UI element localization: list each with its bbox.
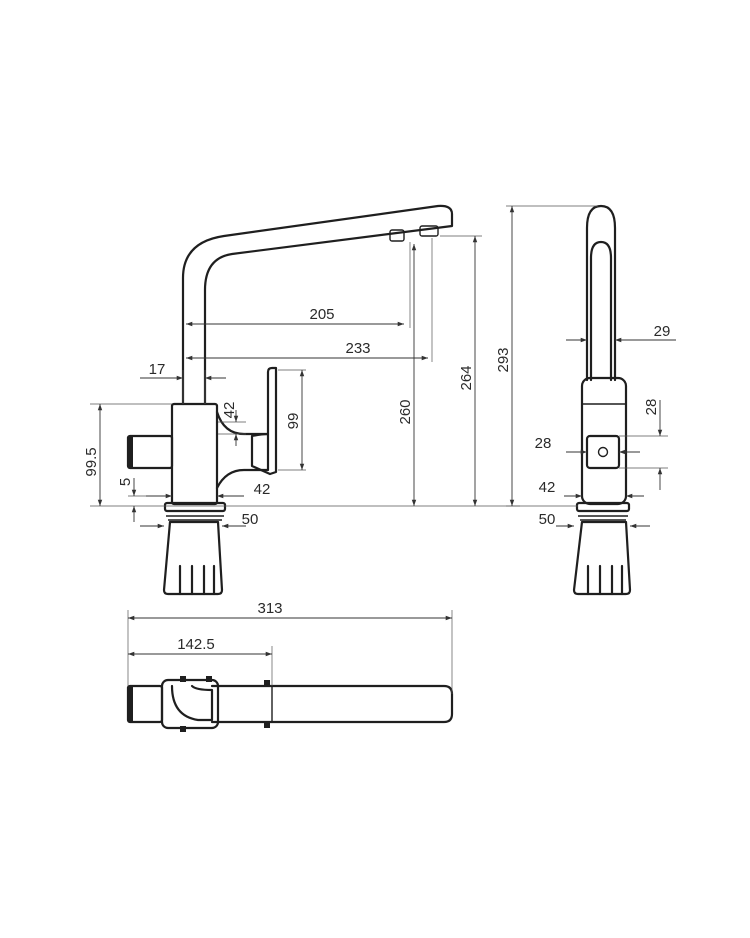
top-handle-curve [170, 684, 214, 722]
top-view [126, 676, 454, 732]
side-spout [585, 204, 617, 382]
dim-50-side: 50 [539, 511, 556, 528]
front-lever-handle [250, 366, 278, 476]
side-base-shank [572, 520, 632, 596]
front-spout [181, 204, 454, 406]
top-spout-arm [210, 684, 454, 724]
dim-233: 233 [345, 340, 370, 357]
dim-42-lever: 42 [221, 402, 238, 419]
dim-293: 293 [495, 347, 512, 372]
top-side-connector-cap [128, 686, 133, 722]
dim-28-vertical: 28 [643, 399, 660, 416]
front-shank-ribs [178, 564, 216, 596]
side-handle-screw [597, 446, 609, 458]
dim-42-base: 42 [254, 481, 271, 498]
side-dimensions: 293 29 28 28 42 50 [495, 205, 676, 529]
side-handle-cap [585, 434, 621, 470]
dim-17: 17 [149, 361, 166, 378]
front-body [170, 402, 219, 506]
dim-264: 264 [458, 365, 475, 390]
dim-142-5: 142.5 [177, 636, 215, 653]
front-view [126, 204, 454, 596]
dim-29: 29 [654, 323, 671, 340]
top-dimensions: 313 142.5 [127, 600, 453, 694]
front-side-connector-cap [128, 436, 133, 468]
front-base-ring [163, 501, 227, 513]
dim-313: 313 [257, 600, 282, 617]
side-base-ring [575, 501, 631, 513]
dim-28-horizontal: 28 [535, 435, 552, 452]
side-shank-ribs [586, 564, 624, 596]
front-base-shank [162, 520, 224, 596]
front-dimensions: 205 233 17 42 99 260 264 99.5 [83, 235, 520, 529]
dim-205: 205 [309, 306, 334, 323]
dim-99: 99 [285, 413, 302, 430]
top-side-connector [126, 684, 164, 724]
dim-50: 50 [242, 511, 259, 528]
dim-99-5: 99.5 [83, 447, 100, 476]
front-aerator-left [389, 229, 405, 242]
front-side-connector [126, 434, 174, 470]
dim-5: 5 [117, 478, 134, 486]
front-aerator-right [419, 225, 439, 237]
side-spout-inner [589, 240, 613, 382]
front-lever-body [215, 410, 270, 490]
dim-260: 260 [397, 399, 414, 424]
dim-42-side: 42 [539, 479, 556, 496]
side-view [572, 204, 632, 596]
